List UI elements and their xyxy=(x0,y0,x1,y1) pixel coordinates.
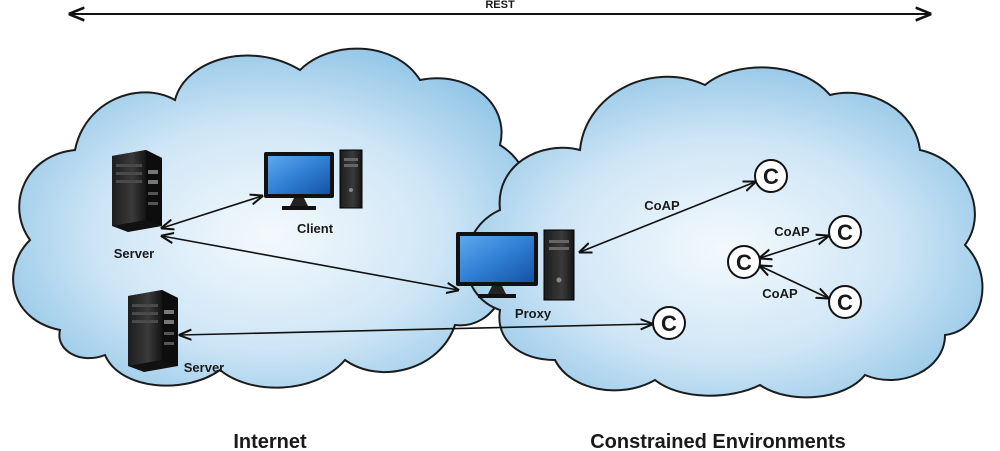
coap-label-upper: CoAP xyxy=(774,224,810,239)
coap-node-symbol: C xyxy=(736,250,752,275)
coap-label-proxy: CoAP xyxy=(644,198,680,213)
coap-node-symbol: C xyxy=(837,220,853,245)
constrained-caption: Constrained Environments xyxy=(590,431,846,451)
link-server-client xyxy=(162,196,262,228)
coap-node-icon: C xyxy=(727,245,761,279)
server-bottom-icon xyxy=(128,290,178,372)
proxy-desktop-icon xyxy=(456,229,575,301)
client-label: Client xyxy=(297,221,334,236)
link-node-lower xyxy=(760,266,828,298)
server-top-label: Server xyxy=(114,246,154,261)
coap-label-lower: CoAP xyxy=(762,286,798,301)
internet-cloud xyxy=(12,47,530,389)
link-proxy-node xyxy=(580,182,755,252)
client-desktop-icon xyxy=(264,149,363,210)
internet-caption: Internet xyxy=(233,431,307,451)
coap-node-icon: C xyxy=(754,159,788,193)
coap-node-symbol: C xyxy=(837,290,853,315)
link-server-proxy xyxy=(162,236,458,290)
server-bottom-label: Server xyxy=(184,360,224,375)
coap-node-icon: C xyxy=(828,215,862,249)
link-node-upper xyxy=(760,236,828,258)
coap-node-symbol: C xyxy=(763,164,779,189)
connections xyxy=(162,182,828,335)
server-top-icon xyxy=(112,150,162,232)
rest-label: REST xyxy=(485,0,515,11)
link-server2-node xyxy=(180,324,652,335)
proxy-label: Proxy xyxy=(515,306,552,321)
coap-node-icon: C xyxy=(652,306,686,340)
coap-node-icon: C xyxy=(828,285,862,319)
coap-node-symbol: C xyxy=(661,311,677,336)
